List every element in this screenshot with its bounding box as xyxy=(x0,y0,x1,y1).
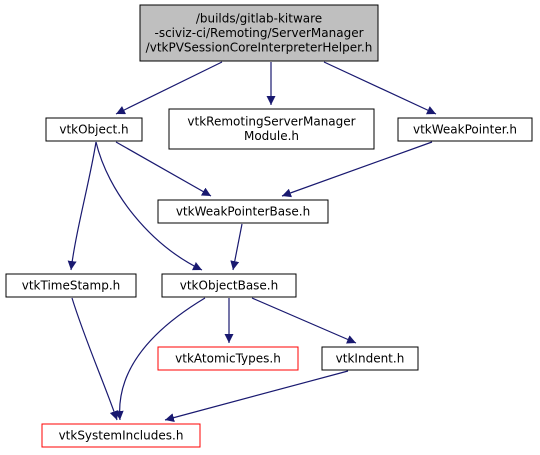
node-vtkObjectBase[interactable]: vtkObjectBase.h xyxy=(161,273,297,298)
node-label: vtkObject.h xyxy=(59,122,128,136)
node-box xyxy=(161,273,297,298)
node-box xyxy=(41,423,201,448)
edge-vtkIndent-to-vtkSystemIncludes xyxy=(164,370,349,423)
edge-vtkTimeStamp-to-vtkSystemIncludes xyxy=(71,297,119,421)
node-vtkAtomicTypes[interactable]: vtkAtomicTypes.h xyxy=(157,346,299,371)
node-box xyxy=(157,346,299,371)
node-label: /builds/gitlab-kitware xyxy=(196,11,322,25)
node-label: vtkWeakPointer.h xyxy=(413,122,517,136)
edge-vtkWeakPointerBase-to-vtkObjectBase xyxy=(230,223,243,271)
node-box xyxy=(139,4,379,62)
node-vtkObject[interactable]: vtkObject.h xyxy=(45,117,143,142)
node-box xyxy=(157,199,329,224)
node-label: vtkTimeStamp.h xyxy=(22,278,121,292)
edges-layer xyxy=(67,61,437,423)
edge-root-to-vtkObject xyxy=(115,61,223,115)
node-label: vtkSystemIncludes.h xyxy=(59,428,184,442)
node-label: vtkWeakPointerBase.h xyxy=(176,204,310,218)
node-vtkTimeStamp[interactable]: vtkTimeStamp.h xyxy=(5,273,137,298)
node-label: vtkObjectBase.h xyxy=(180,278,278,292)
node-vtkWeakPointerBase[interactable]: vtkWeakPointerBase.h xyxy=(157,199,329,224)
node-box xyxy=(397,117,533,142)
node-box xyxy=(45,117,143,142)
edge-root-to-vtkWeakPointer xyxy=(323,61,437,115)
node-label: vtkAtomicTypes.h xyxy=(175,351,281,365)
node-vtkIndent[interactable]: vtkIndent.h xyxy=(321,346,419,371)
node-label: Module.h xyxy=(244,129,299,143)
node-vtkSystemIncludes[interactable]: vtkSystemIncludes.h xyxy=(41,423,201,448)
node-box xyxy=(168,108,375,150)
edge-vtkObjectBase-to-vtkIndent xyxy=(251,297,357,344)
edge-vtkObject-to-vtkObjectBase xyxy=(95,141,203,271)
edge-vtkObjectBase-to-vtkSystemIncludes xyxy=(114,297,206,421)
node-label: -sciviz-ci/Remoting/ServerManager xyxy=(154,26,363,40)
node-label: /vtkPVSessionCoreInterpreterHelper.h xyxy=(146,40,373,54)
edge-vtkObject-to-vtkWeakPointerBase xyxy=(115,141,212,197)
edge-vtkWeakPointer-to-vtkWeakPointerBase xyxy=(281,141,433,198)
node-label: vtkIndent.h xyxy=(336,351,405,365)
node-box xyxy=(321,346,419,371)
node-label: vtkRemotingServerManager xyxy=(187,115,355,129)
node-box xyxy=(5,273,137,298)
nodes-layer: /builds/gitlab-kitware-sciviz-ci/Remotin… xyxy=(5,4,533,448)
node-root[interactable]: /builds/gitlab-kitware-sciviz-ci/Remotin… xyxy=(139,4,379,62)
edge-vtkObject-to-vtkTimeStamp xyxy=(67,141,97,271)
node-vtkWeakPointer[interactable]: vtkWeakPointer.h xyxy=(397,117,533,142)
